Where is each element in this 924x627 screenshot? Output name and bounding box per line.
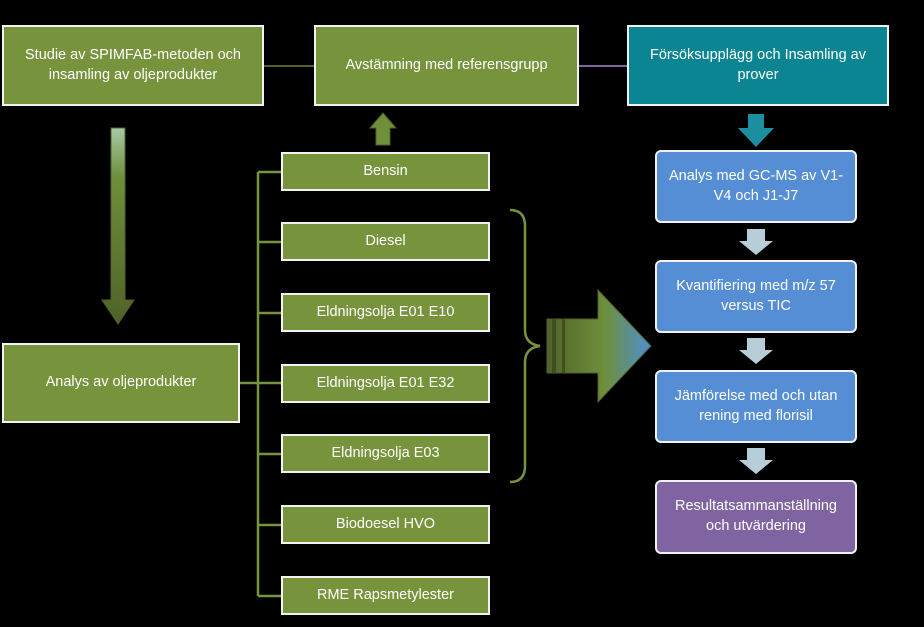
- box-avstamning: Avstämning med referensgrupp: [314, 25, 579, 106]
- arrow-down-icon: [739, 229, 773, 255]
- box-avstamning-label: Avstämning med referensgrupp: [345, 56, 548, 73]
- right-brace-icon: [509, 208, 541, 484]
- box-studie: Studie av SPIMFAB-metoden och insamling …: [2, 25, 264, 106]
- step-label: Kvantifiering med m/z 57 versus TIC: [676, 277, 836, 314]
- product-label: Eldningsolja E01 E32: [316, 374, 455, 391]
- product-e01-e10: Eldningsolja E01 E10: [281, 293, 490, 332]
- product-label: Eldningsolja E01 E10: [316, 303, 455, 320]
- step-kvantifiering: Kvantifiering med m/z 57 versus TIC: [655, 260, 857, 333]
- box-forsok-label: Försöksupplägg och Insamling av prover: [649, 46, 866, 83]
- product-label: RME Rapsmetylester: [317, 586, 454, 603]
- product-bensin: Bensin: [281, 152, 490, 191]
- step-label: Analys med GC-MS av V1-V4 och J1-J7: [668, 167, 844, 204]
- box-forsok: Försöksupplägg och Insamling av prover: [627, 25, 889, 106]
- box-studie-label: Studie av SPIMFAB-metoden och insamling …: [25, 46, 241, 83]
- product-label: Bensin: [363, 162, 408, 179]
- product-rme: RME Rapsmetylester: [281, 576, 490, 615]
- arrow-down-icon: [101, 127, 135, 325]
- product-e03: Eldningsolja E03: [281, 434, 490, 473]
- step-jamforelse: Jämförelse med och utan rening med flori…: [655, 370, 857, 443]
- step-gcms: Analys med GC-MS av V1-V4 och J1-J7: [655, 150, 857, 223]
- product-diesel: Diesel: [281, 222, 490, 261]
- step-label: Jämförelse med och utan rening med flori…: [674, 387, 838, 424]
- arrow-up-icon: [368, 112, 398, 146]
- product-label: Biodoesel HVO: [335, 515, 436, 532]
- box-analys-olje: Analys av oljeprodukter: [2, 343, 240, 423]
- product-hvo: Biodoesel HVO: [281, 505, 490, 544]
- arrow-down-icon: [739, 448, 773, 474]
- product-e01-e32: Eldningsolja E01 E32: [281, 364, 490, 403]
- product-label: Eldningsolja E03: [331, 444, 440, 461]
- product-label: Diesel: [365, 232, 406, 249]
- arrow-right-stripe: [562, 319, 565, 373]
- box-analys-olje-label: Analys av oljeprodukter: [45, 374, 197, 391]
- arrow-right-stripe: [552, 319, 556, 373]
- step-label: Resultatsammanställning och utvärdering: [675, 498, 837, 534]
- arrow-down-icon: [739, 338, 773, 364]
- step-resultat: Resultatsammanställning och utvärdering: [655, 480, 857, 554]
- arrow-down-icon: [738, 114, 774, 147]
